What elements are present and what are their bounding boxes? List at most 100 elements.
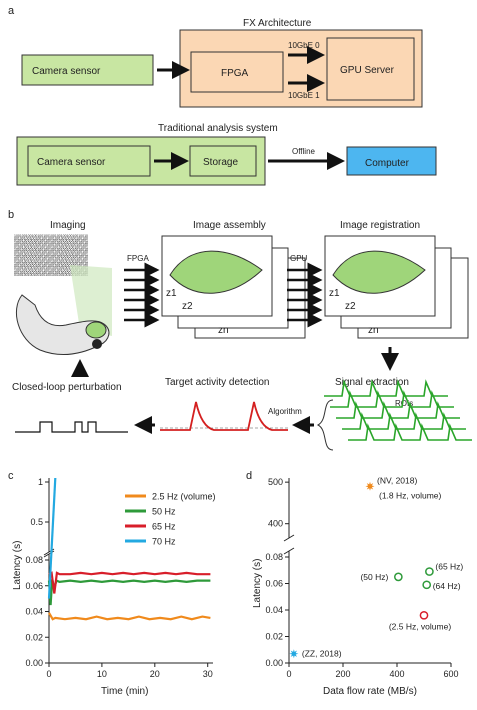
series-line <box>47 477 57 599</box>
image-assembly-stack: z1 z2 zn <box>161 235 306 339</box>
binary-row: 00100100100100100100100100100100100100 <box>14 236 88 240</box>
perturbation-pulse-train <box>15 421 128 433</box>
roi-trace <box>336 401 460 419</box>
closed-loop-title: Closed-loop perturbation <box>12 382 122 393</box>
binary-row: 00100100100100100100100100100100100100 <box>14 250 88 254</box>
fpga-arrow-label: FPGA <box>127 254 149 263</box>
x-tick-label: 10 <box>97 669 107 679</box>
target-activity-trace <box>160 401 288 431</box>
camera-sensor-trad-box <box>27 145 151 177</box>
binary-row: 01001001001001001001001001001001001001 <box>14 246 88 250</box>
data-point-circle <box>394 572 403 582</box>
zebrafish-larva-icon <box>15 294 110 355</box>
camera-sensor-trad-label: Camera sensor <box>37 157 106 168</box>
binary-row: 01001001001001001001001001001001001001 <box>14 273 88 277</box>
legend-label: 70 Hz <box>152 537 176 547</box>
binary-data-stream: 1001001001001001001001001001001001001000… <box>14 234 88 277</box>
offline-label: Offline <box>292 147 316 156</box>
chart-d-ylabel: Latency (s) <box>252 559 263 608</box>
y-tick-label: 400 <box>268 519 283 529</box>
point-label: (65 Hz) <box>435 562 463 572</box>
assembly-z1: z1 <box>166 288 177 299</box>
image-registration-stack: z1 z2 zn <box>324 235 469 339</box>
point-label: (64 Hz) <box>433 581 461 591</box>
y-tick-label: 0.00 <box>265 658 283 668</box>
y-tick-label: 0.5 <box>30 517 43 527</box>
fpga-box <box>190 51 284 93</box>
panel-d-letter: d <box>246 470 252 482</box>
binary-row: 10010010010010010010010010010010010010 <box>14 241 88 245</box>
y-tick-label: 0.08 <box>25 555 43 565</box>
point-label: (50 Hz) <box>360 572 388 582</box>
image-assembly-title: Image assembly <box>193 220 266 231</box>
link0-label: 10GbE 0 <box>288 41 320 50</box>
storage-box <box>189 145 257 177</box>
storage-label: Storage <box>203 157 238 168</box>
point-label: (ZZ, 2018) <box>302 649 342 659</box>
gpu-arrow-label: GPU <box>290 254 308 263</box>
assembly-zn: zn <box>218 325 229 336</box>
panel-a: a FX Architecture Camera sensor FPGA 10G… <box>8 5 437 186</box>
point-label: (2.5 Hz, volume) <box>389 621 452 631</box>
x-tick-label: 600 <box>443 669 458 679</box>
panel-b-letter: b <box>8 209 14 221</box>
point-label: (1.8 Hz, volume) <box>379 490 442 500</box>
binary-row: 00100100100100100100100100100100100100 <box>14 264 88 268</box>
y-tick-label: 0.08 <box>265 552 283 562</box>
registration-zn: zn <box>368 325 379 336</box>
image-registration-title: Image registration <box>340 220 420 231</box>
series-line <box>48 612 211 621</box>
x-tick-label: 400 <box>389 669 404 679</box>
registration-z1: z1 <box>329 288 340 299</box>
legend-label: 2.5 Hz (volume) <box>152 492 216 502</box>
camera-sensor-fx-box <box>21 54 154 86</box>
computer-label: Computer <box>365 158 410 169</box>
imaging-title: Imaging <box>50 220 86 231</box>
traditional-title: Traditional analysis system <box>158 123 278 134</box>
binary-row: 10010010010010010010010010010010010010 <box>14 248 88 252</box>
assembly-z2: z2 <box>182 301 193 312</box>
roi-trace <box>342 412 466 430</box>
registration-z2: z2 <box>345 301 356 312</box>
roi-traces <box>324 379 472 441</box>
light-cone <box>70 265 112 336</box>
link1-label: 10GbE 1 <box>288 91 320 100</box>
binary-row: 01001001001001001001001001001001001001 <box>14 266 88 270</box>
binary-row: 10010010010010010010010010010010010010 <box>14 269 88 273</box>
y-tick-label: 0.06 <box>25 581 43 591</box>
binary-row: 00100100100100100100100100100100100100 <box>14 257 88 261</box>
legend-label: 65 Hz <box>152 522 176 532</box>
y-tick-label: 0.02 <box>265 632 283 642</box>
chart-c-ylabel: Latency (s) <box>12 541 23 590</box>
axis-break-mark <box>283 534 295 542</box>
data-point-circle <box>422 580 432 590</box>
y-tick-label: 0.04 <box>265 605 283 615</box>
roi-trace <box>330 390 454 408</box>
x-tick-label: 20 <box>150 669 160 679</box>
gpu-server-box <box>326 37 415 101</box>
x-tick-label: 200 <box>335 669 350 679</box>
series-line <box>47 579 211 606</box>
chart-c-xlabel: Time (min) <box>101 686 148 697</box>
y-tick-label: 0.02 <box>25 632 43 642</box>
rois-label: ROIs <box>395 399 413 408</box>
y-tick-label: 1 <box>38 477 43 487</box>
fpga-label: FPGA <box>221 68 249 79</box>
binary-row: 00100100100100100100100100100100100100 <box>14 271 88 275</box>
y-tick-label: 0.00 <box>25 658 43 668</box>
binary-row: 10010010010010010010010010010010010010 <box>14 262 88 266</box>
camera-sensor-fx-label: Camera sensor <box>32 66 101 77</box>
data-point-circle <box>419 610 429 620</box>
point-label: (NV, 2018) <box>377 475 417 485</box>
algorithm-label: Algorithm <box>268 407 302 416</box>
binary-row: 01001001001001001001001001001001001001 <box>14 259 88 263</box>
binary-row: 01001001001001001001001001001001001001 <box>14 239 88 243</box>
gpu-arrows <box>287 262 323 328</box>
binary-row: 10010010010010010010010010010010010010 <box>14 255 88 259</box>
chart-d-xlabel: Data flow rate (MB/s) <box>323 686 417 697</box>
gpu-server-label: GPU Server <box>340 65 395 76</box>
computer-box <box>346 146 437 176</box>
roi-trace <box>348 423 472 441</box>
